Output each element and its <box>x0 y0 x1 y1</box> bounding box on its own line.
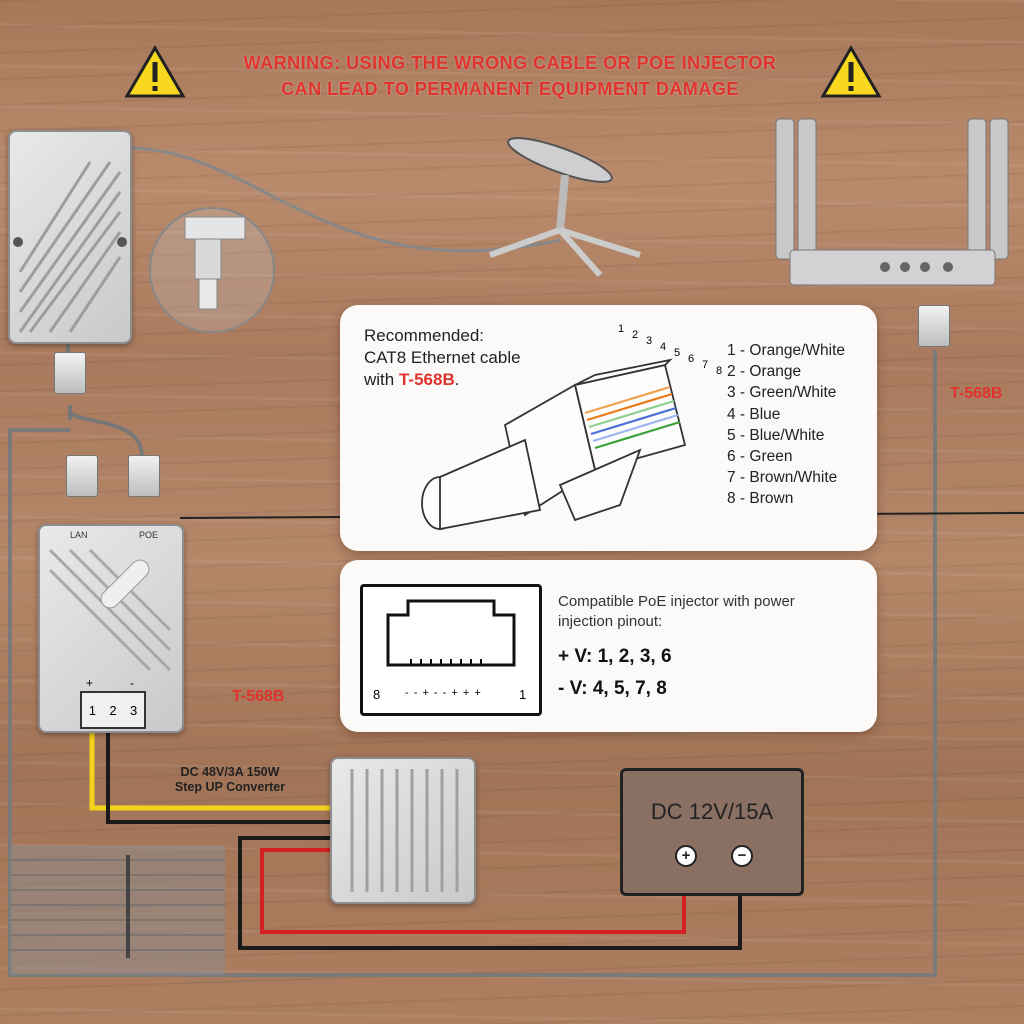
terminal-2: 2 <box>109 702 117 718</box>
step-up-converter <box>330 757 476 904</box>
pinout-item: 3 - Green/White <box>727 384 837 402</box>
warning-triangle-icon <box>820 45 882 98</box>
pinout-item: 2 - Orange <box>727 363 802 381</box>
pin-number: 5 <box>674 347 681 359</box>
connector-pin-numbers: 1 2 3 4 5 6 7 8 <box>618 323 728 383</box>
converter-label-line1: DC 48V/3A 150W <box>180 765 280 779</box>
yellow-wire <box>89 725 330 811</box>
poe-info-card: 8 - - + - - + + + 1 Compatible PoE injec… <box>340 560 877 732</box>
recommended-line-2: CAT8 Ethernet cable <box>364 348 521 367</box>
warning-banner: Warning: using the wrong cable or PoE in… <box>180 50 840 102</box>
poe-description-line-2: injection pinout: <box>558 613 663 630</box>
jack-pin-1: 1 <box>519 687 527 702</box>
wire-colors <box>584 385 681 450</box>
warning-line-2: can lead to permanent equipment damage <box>281 79 739 99</box>
recommended-line-3: with T-568B. <box>364 370 460 389</box>
terminal-plus-label: + <box>86 676 94 690</box>
power-supply: DC 12V/15A + − <box>620 768 804 896</box>
poe-description: Compatible PoE injector with power injec… <box>558 592 795 632</box>
pinout-item: 6 - Green <box>727 448 793 466</box>
psu-minus-terminal: − <box>731 845 753 867</box>
pinout-item: 5 - Blue/White <box>727 426 825 444</box>
ethernet-jack-icon: 8 - - + - - + + + 1 <box>360 584 542 716</box>
pin-number: 8 <box>716 365 723 377</box>
terminal-minus-label: - <box>130 676 134 690</box>
warning-triangle-icon <box>124 45 186 98</box>
rj45-connector-icon <box>54 352 86 394</box>
terminal-block: 1 2 3 <box>80 691 146 729</box>
outdoor-unit <box>8 130 132 344</box>
converter-label: DC 48V/3A 150W Step UP Converter <box>160 765 300 795</box>
satellite-dish <box>488 137 641 277</box>
recommended-standard: T-568B <box>398 370 455 389</box>
t568b-label-left: T-568B <box>232 688 285 705</box>
zoom-callout <box>149 207 275 333</box>
pin-number: 4 <box>660 341 667 353</box>
injector-fins <box>48 548 172 672</box>
rj45-connector-illustration <box>421 358 687 531</box>
injector-lan-label: LAN <box>70 530 88 540</box>
rj45-connector-icon <box>66 455 98 497</box>
terminal-1: 1 <box>88 702 96 718</box>
pin-number: 6 <box>688 353 695 365</box>
converter-label-line2: Step UP Converter <box>174 780 286 794</box>
jack-outline <box>386 599 516 667</box>
dish-cable <box>129 146 561 253</box>
pinout-item: 1 - Orange/White <box>727 342 846 359</box>
warning-line-1: Warning: using the wrong cable or PoE in… <box>243 53 777 73</box>
jack-polarity: - - + - - + + + <box>405 687 482 699</box>
poe-injector: LAN POE + - 1 2 3 <box>38 524 184 733</box>
poe-plus-v: + V: 1, 2, 3, 6 <box>558 646 672 667</box>
outdoor-unit-fins <box>13 161 127 333</box>
psu-plus-terminal: + <box>675 845 697 867</box>
power-supply-title: DC 12V/15A <box>650 799 774 824</box>
cable-info-card: Recommended: CAT8 Ethernet cable with T-… <box>340 305 877 551</box>
black-wire-psu <box>238 836 742 950</box>
pin-number: 2 <box>632 329 639 341</box>
pin-number: 1 <box>618 323 625 335</box>
black-wire-injector <box>106 725 330 824</box>
pinout-item: 7 - Brown/White <box>727 469 838 487</box>
poe-minus-v: - V: 4, 5, 7, 8 <box>558 678 667 699</box>
vent-panel <box>10 845 225 975</box>
pinout-item: 8 - Brown <box>727 490 794 508</box>
poe-description-line-1: Compatible PoE injector with power <box>558 593 795 610</box>
injector-poe-label: POE <box>138 530 158 540</box>
jack-pin-8: 8 <box>373 687 381 702</box>
recommended-text: Recommended: CAT8 Ethernet cable with T-… <box>364 325 521 391</box>
router <box>775 118 1009 286</box>
converter-fins <box>350 769 459 892</box>
t568b-label-right: T-568B <box>950 385 1003 402</box>
pin-number: 7 <box>702 359 709 371</box>
split-cable <box>68 405 144 456</box>
red-wire <box>260 848 686 934</box>
pinout-list: 1 - Orange/White 2 - Orange 3 - Green/Wh… <box>727 340 845 510</box>
pinout-item: 4 - Blue <box>727 405 781 423</box>
pin-number: 3 <box>646 335 653 347</box>
terminal-3: 3 <box>130 702 138 718</box>
rj45-connector-icon <box>128 455 160 497</box>
recommended-line-1: Recommended: <box>364 326 485 345</box>
rj45-connector-icon <box>918 305 950 347</box>
